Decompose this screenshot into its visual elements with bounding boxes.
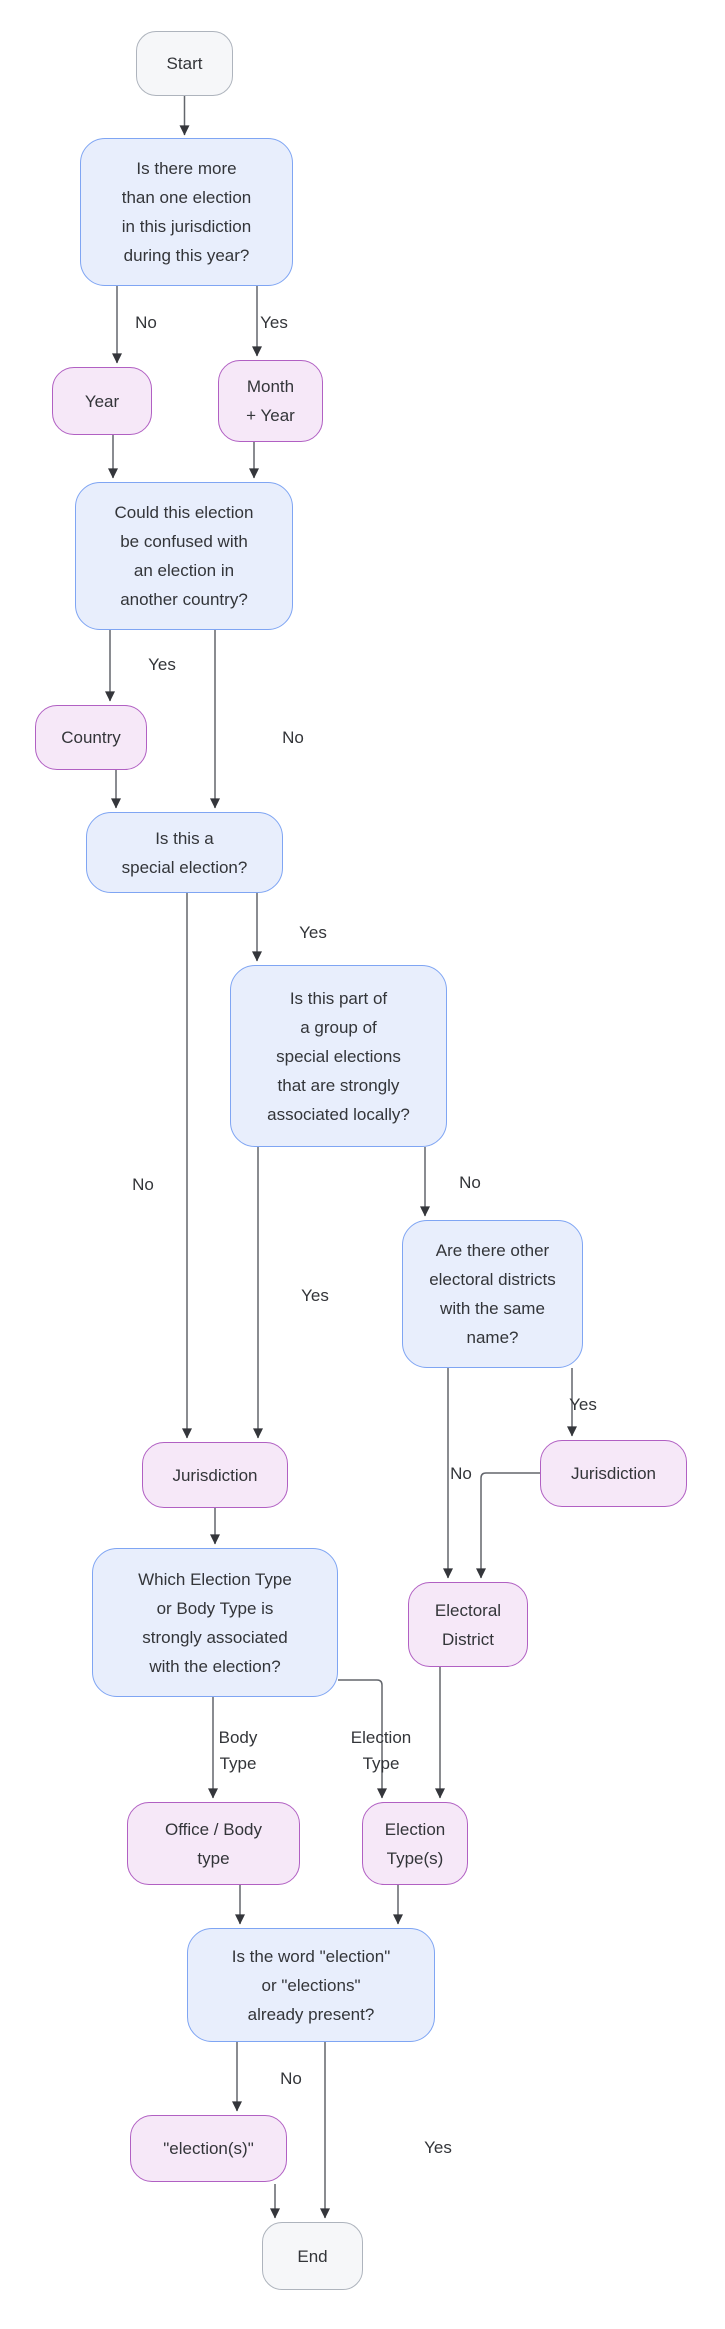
node-year: Year — [52, 367, 152, 435]
node-q-type-association: Which Election Type or Body Type is stro… — [92, 1548, 338, 1697]
node-q-confused-country: Could this election be confused with an … — [75, 482, 293, 630]
edge-jurisdiction-right-to-electoral-district — [476, 1472, 540, 1579]
node-q-word-election: Is the word "election" or "elections" al… — [187, 1928, 435, 2042]
node-country: Country — [35, 705, 147, 770]
node-electoral-district: Electoral District — [408, 1582, 528, 1667]
node-start: Start — [136, 31, 233, 96]
node-q-special-group: Is this part of a group of special elect… — [230, 965, 447, 1147]
node-election-s: "election(s)" — [130, 2115, 287, 2182]
node-jurisdiction-right: Jurisdiction — [540, 1440, 687, 1507]
node-q-special-election: Is this a special election? — [86, 812, 283, 893]
node-q-same-name-districts: Are there other electoral districts with… — [402, 1220, 583, 1368]
node-jurisdiction-left: Jurisdiction — [142, 1442, 288, 1508]
node-q-multiple-elections: Is there more than one election in this … — [80, 138, 293, 286]
node-election-types: Election Type(s) — [362, 1802, 468, 1885]
edge-q-type-association-to-election-types — [338, 1679, 387, 1799]
node-office-body-type: Office / Body type — [127, 1802, 300, 1885]
node-end: End — [262, 2222, 363, 2290]
node-month-year: Month + Year — [218, 360, 323, 442]
